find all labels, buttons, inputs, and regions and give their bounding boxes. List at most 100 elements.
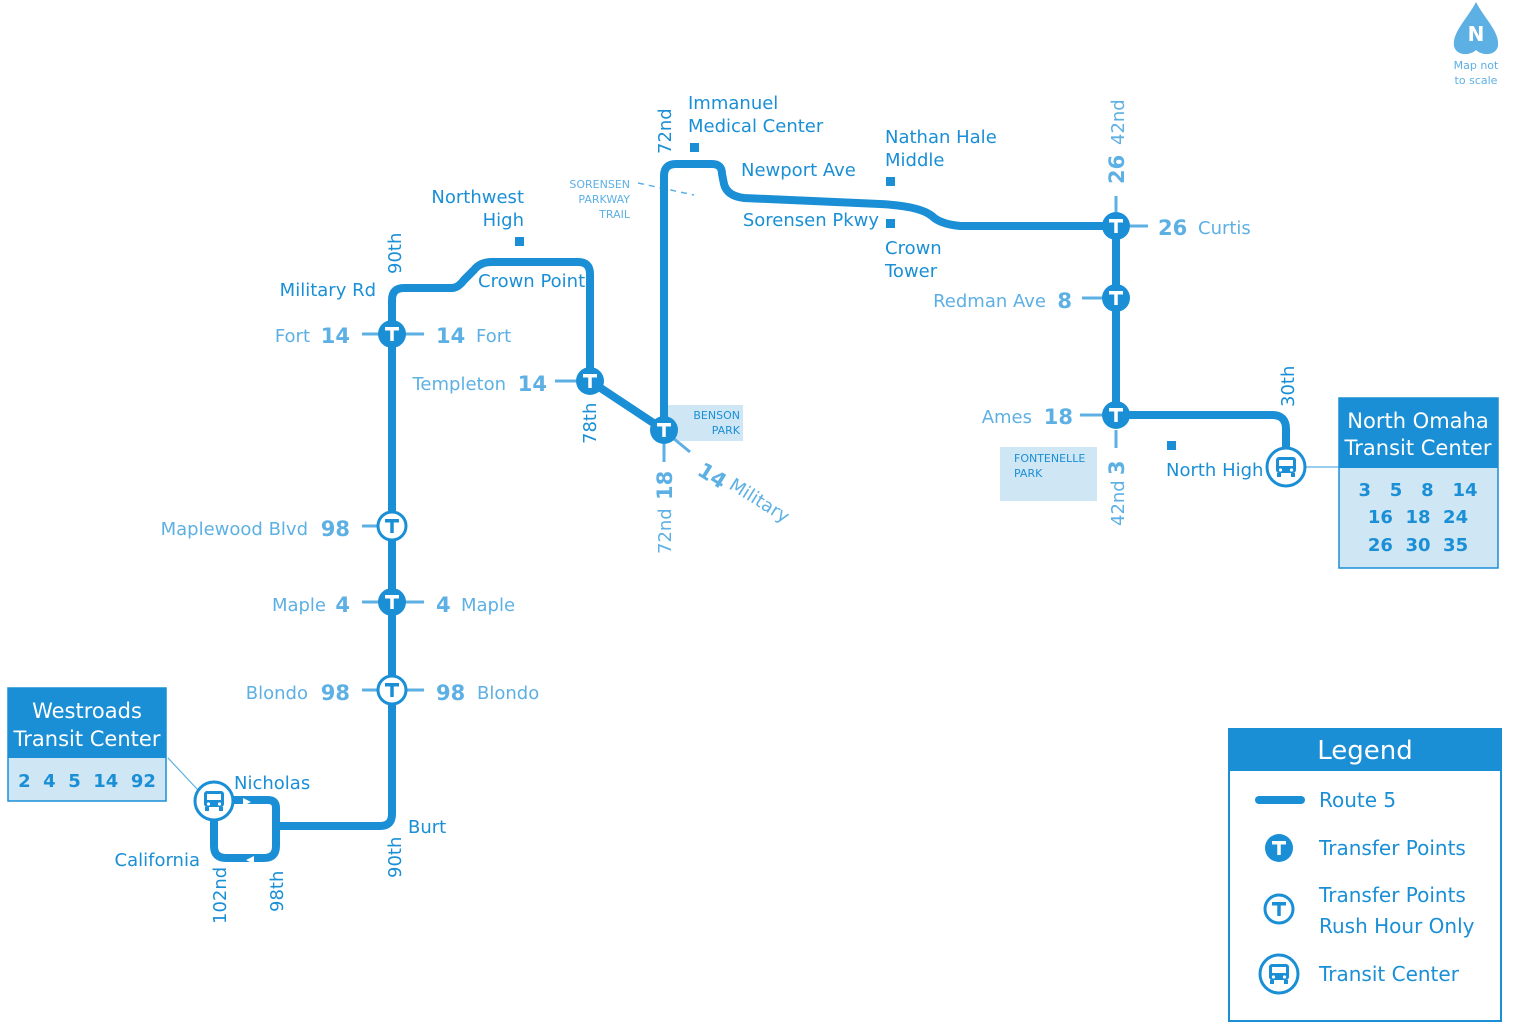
transfer-point-curtis[interactable] [1102,212,1130,240]
fontenelle-park-area [1000,447,1097,501]
transfer-point-fort[interactable] [378,320,406,348]
label-sorensen-trail-3: TRAIL [598,208,631,221]
label-templeton: Templeton [411,374,506,395]
label-newport-ave: Newport Ave [741,160,856,181]
label-fort-left-route: 14 [321,324,350,348]
legend-transfer-rush-label-2: Rush Hour Only [1319,914,1475,938]
label-immanuel-2: Medical Center [688,116,824,137]
westroads-routes: 2 4 5 14 92 [18,771,156,792]
legend-transfer-icon [1265,834,1293,862]
transfer-point-redman[interactable] [1102,284,1130,312]
label-route-26-curtis: 26 [1158,216,1187,240]
transfer-point-military[interactable] [650,416,678,444]
north-omaha-transit-center-box[interactable]: North Omaha Transit Center 3 5 8 14 16 1… [1338,397,1499,569]
label-burt: Burt [408,817,446,838]
label-nathan-hale-1: Nathan Hale [885,127,997,148]
north-omaha-title-1: North Omaha [1347,409,1488,433]
label-route-98-maplewood: 98 [321,517,350,541]
westroads-loop [210,800,280,862]
loop-direction-arrow-left [246,856,254,864]
benson-park-area [668,405,743,441]
loop-direction-arrow-right [243,798,251,806]
westroads-bus-icon[interactable] [193,780,235,822]
label-72nd-top: 72nd [655,108,676,154]
label-curtis: Curtis [1198,218,1251,239]
label-90th-bottom: 90th [385,837,406,878]
sorensen-trail-crossing [637,182,695,196]
label-route-18-ames: 18 [1044,405,1073,429]
legend-transit-center-icon [1258,953,1300,995]
north-omaha-routes-row3: 26 30 35 [1368,535,1468,556]
label-102nd: 102nd [210,867,231,924]
label-fort-right: Fort [476,326,511,347]
label-crown-tower-1: Crown [885,238,942,259]
label-benson-park-1: BENSON [693,409,740,422]
label-military: Military [725,474,793,527]
westroads-title-1: Westroads [32,699,142,723]
north-omaha-bus-icon[interactable] [1265,446,1307,488]
label-crown-tower-2: Tower [884,261,938,282]
north-omaha-routes-row2: 16 18 24 [1368,507,1468,528]
label-templeton-route: 14 [518,372,547,396]
legend-transfer-label: Transfer Points [1318,836,1466,860]
label-route-8: 8 [1057,289,1072,313]
legend-transfer-rush-label-1: Transfer Points [1318,883,1466,907]
label-benson-park-2: PARK [712,424,741,437]
label-sorensen-pkwy: Sorensen Pkwy [743,210,880,231]
nathan-hale-marker [886,177,895,186]
legend: Legend Route 5 Transfer Points Transfer … [1228,728,1502,1022]
label-northwest-high-1: Northwest [431,187,524,208]
label-blondo-left: Blondo [246,683,308,704]
legend-transfer-rush-icon [1263,893,1295,925]
transfer-point-maplewood[interactable] [376,510,408,542]
label-nathan-hale-2: Middle [885,150,944,171]
north-high-marker [1167,441,1176,450]
north-arrow-icon: N Map not to scale [1454,2,1499,87]
label-redman-ave: Redman Ave [933,291,1046,312]
label-42nd-bottom: 42nd [1108,480,1129,526]
label-north-high: North High [1166,460,1263,481]
north-omaha-title-2: Transit Center [1344,436,1492,460]
label-route-18-military: 18 [653,471,677,500]
transfer-point-templeton[interactable] [576,367,604,395]
route-5-line [210,160,1290,830]
label-crown-point: Crown Point [478,271,585,292]
scale-note-line2: to scale [1455,74,1498,87]
westroads-title-2: Transit Center [13,727,161,751]
label-maplewood-blvd: Maplewood Blvd [161,519,308,540]
transfer-point-blondo[interactable] [376,674,408,706]
label-fort-left: Fort [275,326,310,347]
westroads-transit-center-box[interactable]: Westroads Transit Center 2 4 5 14 92 [7,687,167,802]
label-immanuel-1: Immanuel [688,93,778,114]
label-california: California [115,850,200,871]
scale-note-line1: Map not [1454,59,1499,72]
label-route-98-blondo-right: 98 [436,681,465,705]
label-fontenelle-2: PARK [1014,467,1043,480]
transfer-point-ames[interactable] [1102,401,1130,429]
label-maple-right: Maple [461,595,515,616]
transfer-point-maple[interactable] [378,588,406,616]
label-route-26-top: 26 [1105,155,1129,184]
label-route-3: 3 [1105,460,1129,475]
label-90th-top: 90th [385,233,406,274]
label-fort-right-route: 14 [436,324,465,348]
legend-title: Legend [1317,736,1413,766]
label-fontenelle-1: FONTENELLE [1014,452,1085,465]
trail-callout-line [167,757,199,791]
label-route-4-left: 4 [335,593,350,617]
northwest-high-marker [515,237,524,246]
label-sorensen-trail-1: SORENSEN [569,178,630,191]
immanuel-marker [690,143,699,152]
legend-route-label: Route 5 [1319,788,1396,812]
label-northwest-high-2: High [483,210,524,231]
label-78th: 78th [580,403,601,444]
north-omaha-routes-row1: 3 5 8 14 [1358,480,1477,501]
crown-tower-marker [886,219,895,228]
label-42nd-top: 42nd [1108,99,1129,145]
label-military-rd: Military Rd [280,280,376,301]
north-letter: N [1468,22,1485,46]
label-route-14-military: 14 [693,458,731,494]
label-nicholas: Nicholas [234,773,310,794]
label-72nd-bottom: 72nd [655,508,676,554]
label-maple-left: Maple [272,595,326,616]
